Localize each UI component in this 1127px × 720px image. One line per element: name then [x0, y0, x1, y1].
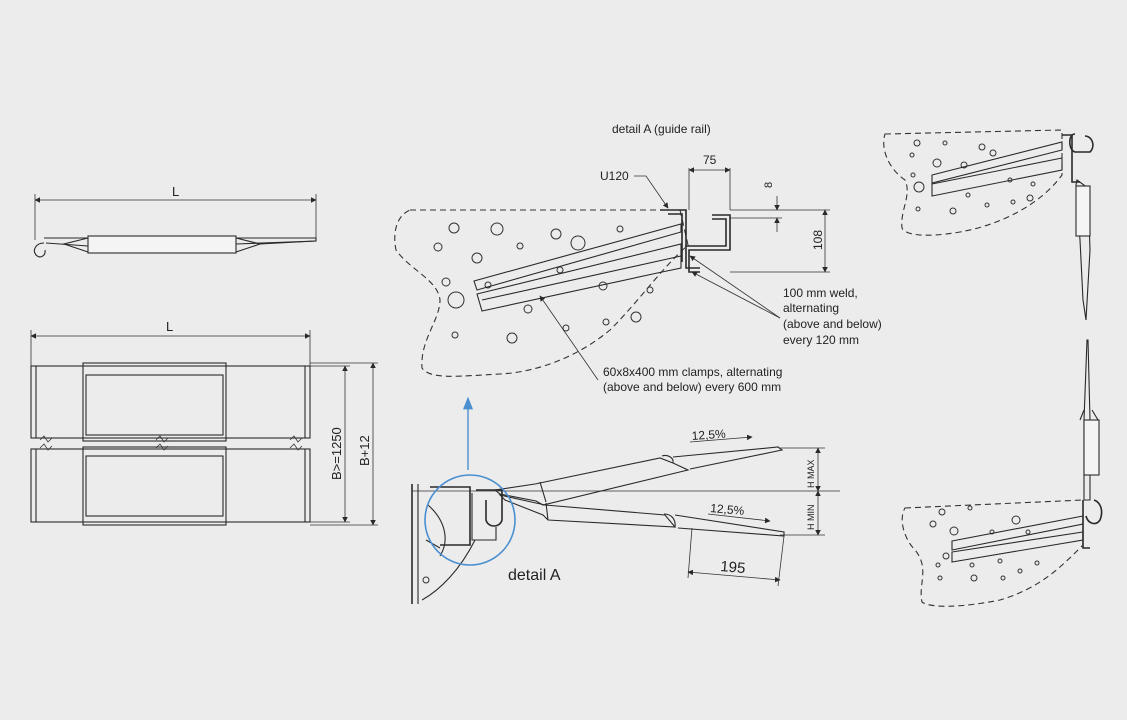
- b-plus-label: B+12: [357, 435, 372, 466]
- h-min-label: H MIN: [806, 505, 816, 531]
- u120-label: U120: [600, 169, 629, 183]
- detail-a-callout-circle: [424, 474, 516, 566]
- top-view-ramp: L B>=1250 B+12: [30, 319, 378, 526]
- b-min-label: B>=1250: [329, 427, 344, 480]
- side-length-label: L: [172, 184, 179, 199]
- install-view-lower: [901, 339, 1103, 607]
- detail-a-label: detail A: [508, 567, 561, 584]
- install-view-upper: [883, 129, 1094, 321]
- slope-lower-label: 12,5%: [710, 501, 745, 518]
- clamp-note-line-2: (above and below) every 600 mm: [603, 380, 781, 394]
- detail-a-guide-rail: detail A (guide rail): [394, 122, 882, 394]
- weld-note-line-4: every 120 mm: [783, 333, 859, 347]
- clamp-note-line-1: 60x8x400 mm clamps, alternating: [603, 365, 782, 379]
- dim-75: 75: [703, 153, 717, 167]
- h-max-label: H MAX: [806, 459, 816, 488]
- slope-upper-label: 12,5%: [691, 427, 726, 443]
- top-length-label: L: [166, 319, 173, 334]
- side-view-ramp: L: [33, 184, 317, 258]
- weld-note-line-1: 100 mm weld,: [783, 286, 858, 300]
- weld-note-line-2: alternating: [783, 301, 839, 315]
- detail-title: detail A (guide rail): [612, 122, 711, 136]
- dim-195: 195: [720, 558, 746, 577]
- weld-note-line-3: (above and below): [783, 317, 882, 331]
- section-view: H MAX H MIN 12,5% 12,5% 195 detail A: [411, 396, 840, 604]
- dim-108: 108: [811, 230, 825, 250]
- dim-8: 8: [763, 182, 775, 188]
